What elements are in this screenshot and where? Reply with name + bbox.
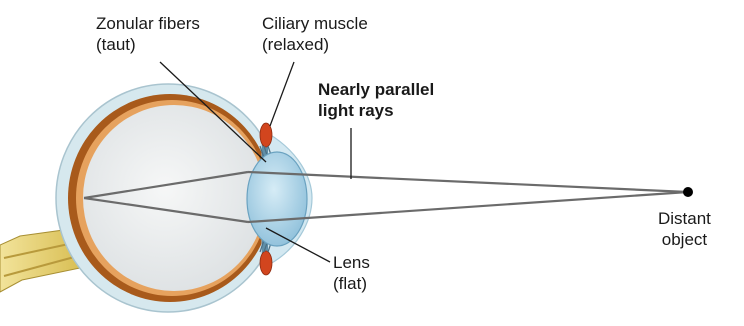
label-zonular-fibers: Zonular fibers (taut) bbox=[96, 13, 200, 55]
label-lens-line1: Lens bbox=[333, 252, 370, 273]
label-distant-object: Distant object bbox=[658, 208, 711, 250]
leader-ciliary-muscle bbox=[270, 62, 294, 126]
label-light-rays: Nearly parallel light rays bbox=[318, 79, 434, 121]
ciliary-muscle-upper bbox=[260, 123, 272, 147]
label-lens-line2: (flat) bbox=[333, 273, 370, 294]
vitreous-humor bbox=[83, 105, 265, 291]
label-light-rays-line2: light rays bbox=[318, 100, 434, 121]
label-ciliary-muscle: Ciliary muscle (relaxed) bbox=[262, 13, 368, 55]
label-ciliary-muscle-line1: Ciliary muscle bbox=[262, 13, 368, 34]
ciliary-muscle-lower bbox=[260, 251, 272, 275]
label-zonular-fibers-line2: (taut) bbox=[96, 34, 200, 55]
label-light-rays-line1: Nearly parallel bbox=[318, 79, 434, 100]
label-distant-object-line1: Distant bbox=[658, 208, 711, 229]
label-distant-object-line2: object bbox=[658, 229, 711, 250]
distant-object-dot bbox=[683, 187, 693, 197]
label-zonular-fibers-line1: Zonular fibers bbox=[96, 13, 200, 34]
lens bbox=[247, 152, 307, 246]
label-ciliary-muscle-line2: (relaxed) bbox=[262, 34, 368, 55]
label-lens: Lens (flat) bbox=[333, 252, 370, 294]
